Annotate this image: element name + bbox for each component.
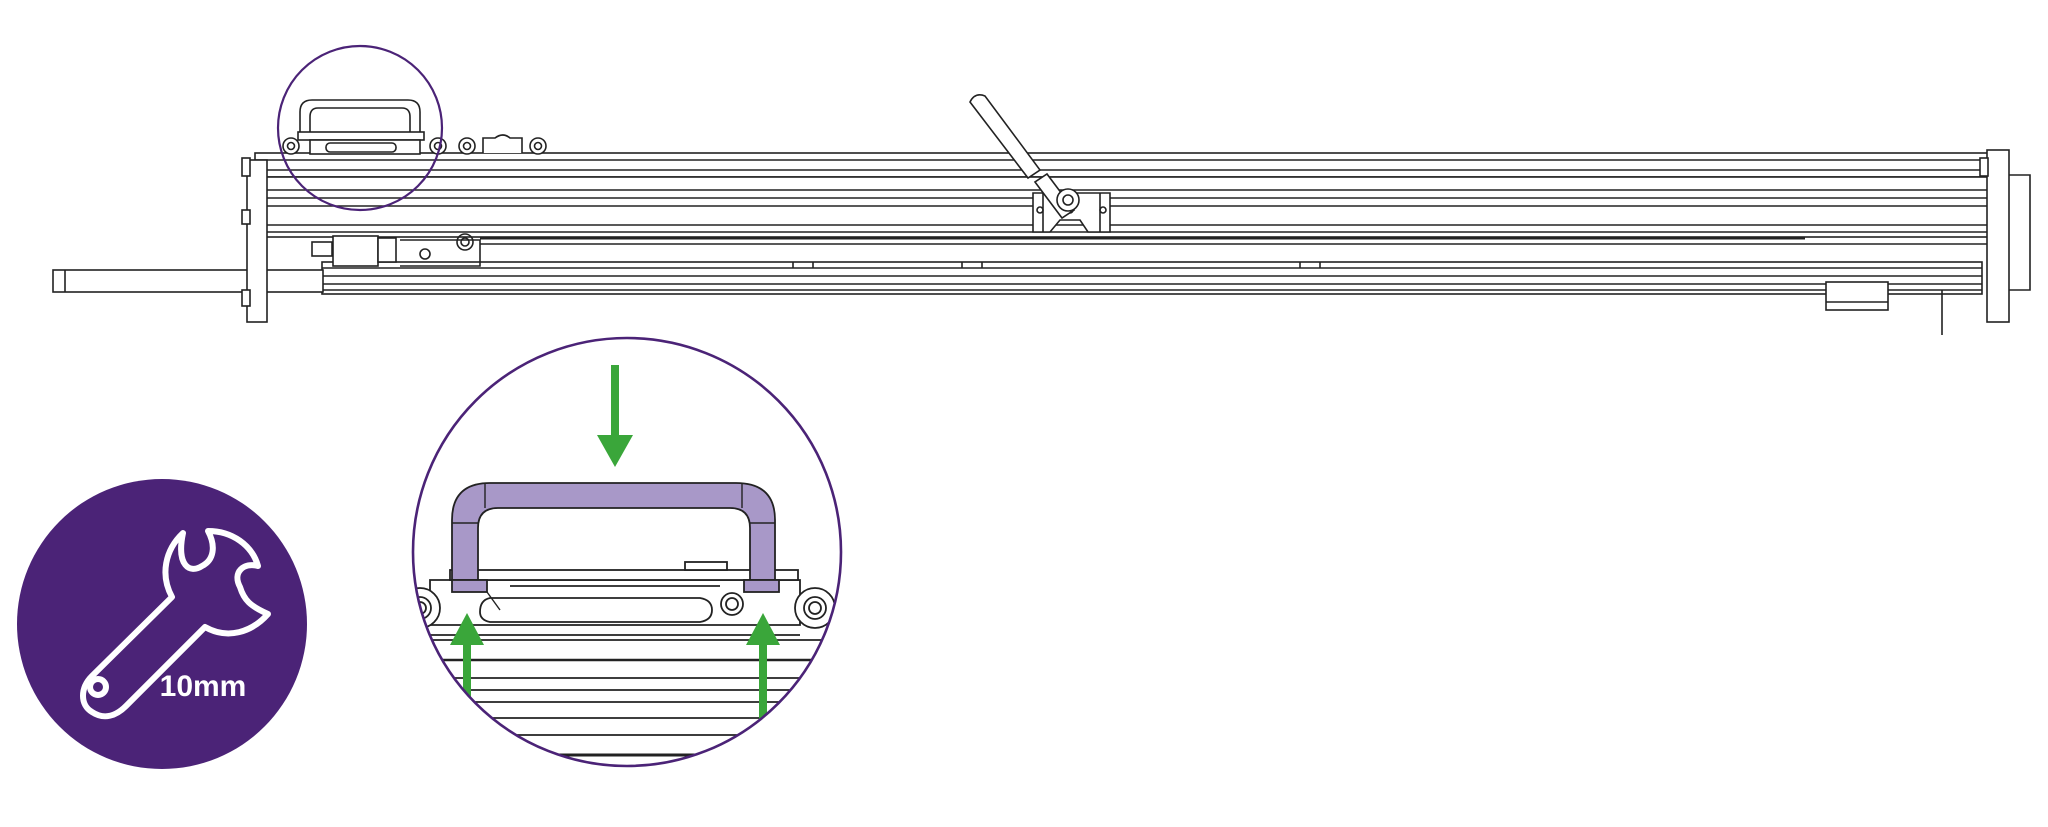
right-end-plate (1986, 149, 2010, 323)
top-rollers (282, 134, 547, 155)
zoom-detail-frame (411, 336, 843, 768)
wrench-size-label: 10mm (160, 670, 247, 703)
top-handle (297, 99, 425, 155)
rail-assembly (52, 94, 2031, 335)
main-rail (254, 152, 1994, 178)
left-mechanism (332, 235, 379, 267)
wrench-icon (80, 528, 271, 720)
pull-up-arrow-left (450, 613, 484, 723)
right-bottom-block (1825, 281, 1889, 311)
detail-callout-circle (276, 44, 444, 212)
extension-bar (52, 269, 324, 293)
tool-badge: 10mm (17, 479, 307, 769)
pull-up-arrow-right (746, 613, 780, 723)
zoom-detail (413, 338, 841, 766)
left-end-plate (246, 159, 268, 323)
rail-body (261, 176, 1991, 238)
lever-handle (969, 94, 1080, 220)
tool-badge-circle (17, 479, 307, 769)
highlighted-handle (451, 482, 780, 593)
push-down-arrow (597, 365, 633, 467)
